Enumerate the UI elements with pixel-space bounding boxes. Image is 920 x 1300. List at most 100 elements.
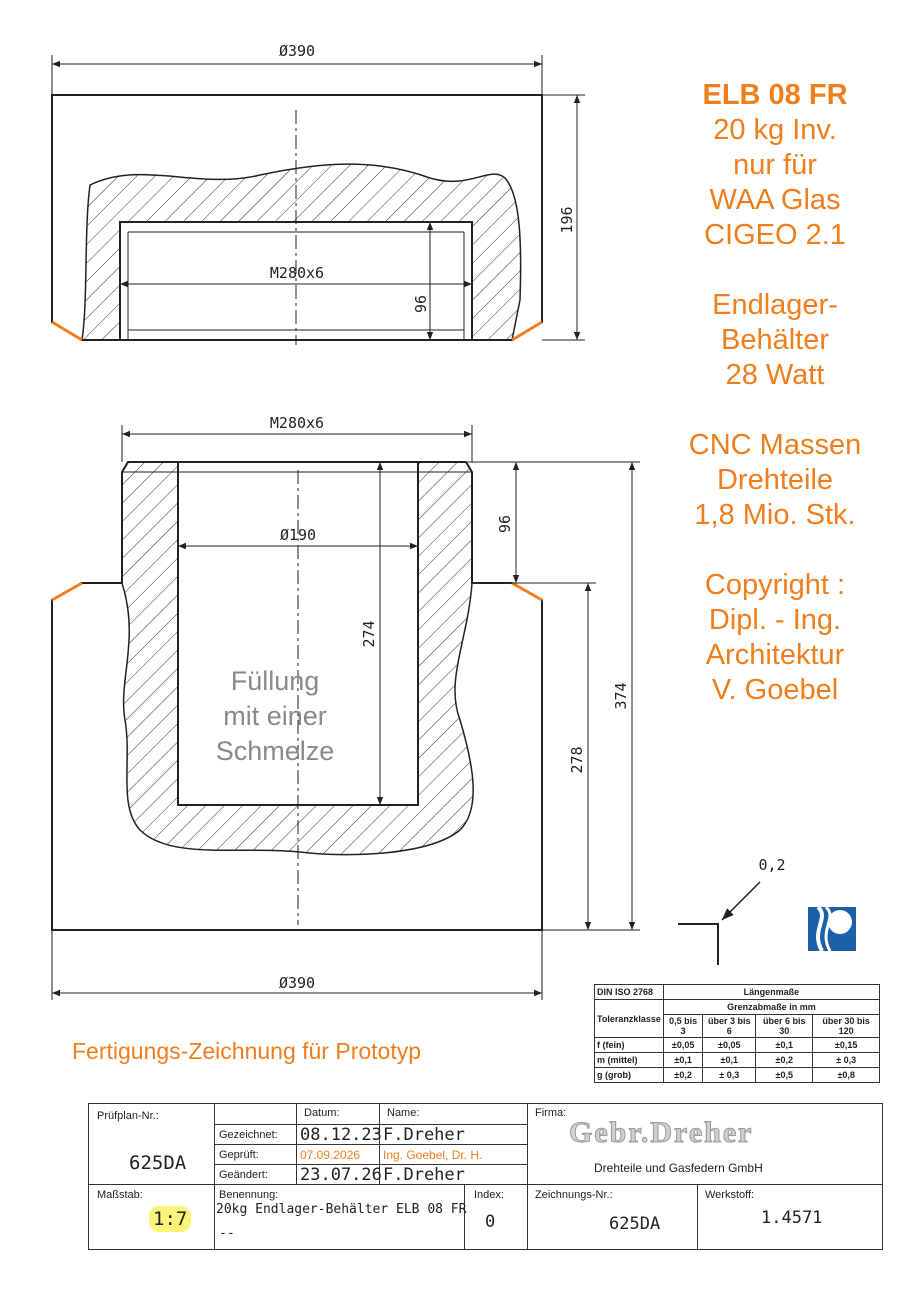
note-line: Behälter <box>720 324 829 356</box>
fill-note-line: Füllung <box>230 666 320 696</box>
benennung-extra: -- <box>219 1226 235 1241</box>
tolerance-table: DIN ISO 2768 Längenmaße Toleranzklasse G… <box>594 984 881 1083</box>
geaendert-label: Geändert: <box>219 1169 268 1181</box>
note-line: Copyright : <box>704 569 846 601</box>
geprueft-name: Ing. Goebel, Dr. H. <box>383 1148 483 1162</box>
top-part <box>51 55 585 345</box>
geaendert-date: 23.07.26 <box>300 1165 382 1185</box>
tol-value: ±0,05 <box>662 1037 704 1053</box>
side-notes: ELB 08 FR 20 kg Inv. nur für WAA Glas CI… <box>660 78 890 708</box>
pruefplan-label: Prüfplan-Nr.: <box>97 1110 159 1122</box>
note-line: CNC Massen <box>688 429 862 461</box>
zeichnung-label: Zeichnungs-Nr.: <box>535 1189 613 1201</box>
tol-class: f (fein) <box>594 1037 664 1053</box>
dim-total-height: 374 <box>612 682 630 709</box>
tol-value: ±0,1 <box>755 1037 814 1053</box>
tol-value: ±0,15 <box>812 1037 880 1053</box>
bottom-chamfer-right <box>511 581 543 602</box>
zeichnung-value: 625DA <box>609 1214 661 1234</box>
top-hatch-region <box>81 163 522 341</box>
note-gap <box>660 533 890 568</box>
company-logo-icon <box>808 905 856 952</box>
dim-bottom-diameter: Ø390 <box>279 974 315 992</box>
tol-value: ±0,2 <box>755 1052 814 1068</box>
tol-value: ±0,05 <box>702 1037 757 1053</box>
benennung-label: Benennung: <box>219 1189 279 1201</box>
note-line: WAA Glas <box>709 184 841 216</box>
massstab-value: 1:7 <box>149 1206 192 1232</box>
tol-class: g (grob) <box>594 1067 664 1083</box>
note-line: V. Goebel <box>711 674 839 706</box>
gezeichnet-label: Gezeichnet: <box>219 1129 278 1141</box>
name-label: Name: <box>387 1107 420 1119</box>
note-title: ELB 08 FR <box>702 79 848 111</box>
table-row: f (fein) ±0,05 ±0,05 ±0,1 ±0,15 <box>594 1037 880 1053</box>
werkstoff-value: 1.4571 <box>761 1208 823 1228</box>
geprueft-label: Geprüft: <box>219 1149 259 1161</box>
dim-top-diameter: Ø390 <box>279 42 315 60</box>
table-row: g (grob) ±0,2 ± 0,3 ±0,5 ±0,8 <box>594 1067 880 1083</box>
firma-logo: Gebr.Dreher <box>568 1116 754 1150</box>
fill-note-line: mit einer <box>223 701 327 731</box>
gezeichnet-date: 08.12.23 <box>300 1125 382 1145</box>
tol-range: über 3 bis 6 <box>702 1014 757 1038</box>
firma-subtitle: Drehteile und Gasfedern GmbH <box>594 1161 763 1175</box>
note-line: 1,8 Mio. Stk. <box>694 499 856 531</box>
massstab-label: Maßstab: <box>97 1189 143 1201</box>
bottom-chamfer-left <box>51 581 83 602</box>
firma-label: Firma: <box>535 1107 567 1119</box>
note-line: Drehteile <box>716 464 834 496</box>
dim-inner-diameter: Ø190 <box>280 526 316 544</box>
dim-top-thread-depth: 96 <box>412 295 430 313</box>
tol-class-label: Toleranzklasse <box>594 999 664 1038</box>
note-gap <box>660 393 890 428</box>
tol-norm: DIN ISO 2768 <box>594 984 664 1000</box>
pruefplan-value: 625DA <box>129 1152 187 1174</box>
top-chamfer-right <box>511 320 543 342</box>
tol-value: ±0,5 <box>755 1067 814 1083</box>
tol-header: Längenmaße <box>662 984 881 1000</box>
note-line: 28 Watt <box>725 359 825 391</box>
dim-bottom-thread: M280x6 <box>270 414 324 432</box>
tol-class: m (mittel) <box>594 1052 664 1068</box>
dim-inner-depth: 274 <box>360 620 378 647</box>
tol-value: ±0,1 <box>702 1052 757 1068</box>
note-line: Architektur <box>705 639 845 671</box>
dim-bottom-thread-depth: 96 <box>496 515 514 533</box>
note-line: nur für <box>733 149 817 181</box>
index-label: Index: <box>474 1189 504 1201</box>
tol-value: ± 0,3 <box>812 1052 880 1068</box>
werkstoff-label: Werkstoff: <box>705 1189 755 1201</box>
note-line: 20 kg Inv. <box>713 114 837 146</box>
top-chamfer-left <box>51 320 83 342</box>
fill-note: Füllung mit einer Schmelze <box>190 664 360 769</box>
tol-range: über 30 bis 120 <box>812 1014 880 1038</box>
gezeichnet-name: F.Dreher <box>383 1125 465 1145</box>
note-gap <box>660 253 890 288</box>
note-line: Dipl. - Ing. <box>708 604 842 636</box>
dim-body-height: 278 <box>568 746 586 773</box>
roughness-value: 0,2 <box>758 856 785 874</box>
benennung-value: 20kg Endlager-Behälter ELB 08 FR <box>216 1202 467 1217</box>
geaendert-name: F.Dreher <box>383 1165 465 1185</box>
tol-value: ±0,8 <box>812 1067 880 1083</box>
tol-range: über 6 bis 30 <box>755 1014 814 1038</box>
surface-finish-symbol <box>678 881 761 965</box>
tol-value: ±0,1 <box>662 1052 704 1068</box>
geprueft-date: 07.09.2026 <box>300 1148 361 1162</box>
dim-top-thread: M280x6 <box>270 264 324 282</box>
tol-subheader: Grenzabmaße in mm <box>662 999 881 1015</box>
bottom-hatch-region <box>121 461 474 856</box>
title-block: Prüfplan-Nr.: 625DA Datum: Name: Gezeich… <box>88 1103 883 1250</box>
table-row: m (mittel) ±0,1 ±0,1 ±0,2 ± 0,3 <box>594 1052 880 1068</box>
bottom-part <box>51 425 640 1000</box>
drawing-subtitle: Fertigungs-Zeichnung für Prototyp <box>72 1038 422 1064</box>
datum-label: Datum: <box>304 1107 340 1119</box>
dim-top-height: 196 <box>558 206 576 233</box>
massstab-highlight: 1:7 <box>149 1206 192 1232</box>
note-line: CIGEO 2.1 <box>704 219 846 251</box>
tol-value: ±0,2 <box>662 1067 704 1083</box>
note-line: Endlager- <box>712 289 838 321</box>
index-value: 0 <box>485 1212 496 1232</box>
